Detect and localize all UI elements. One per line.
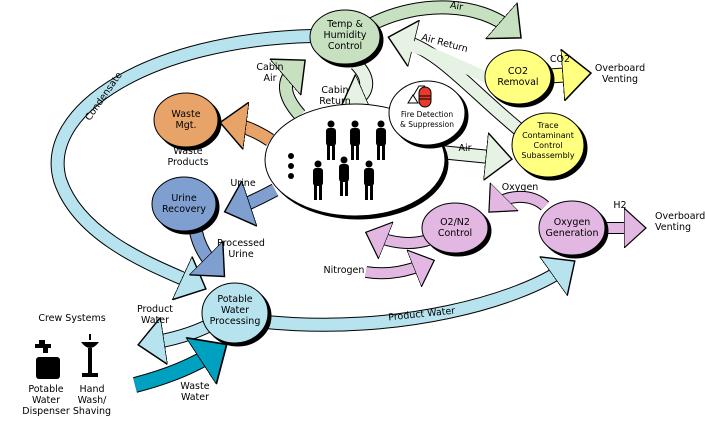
trace-contaminant-node — [511, 112, 588, 181]
o2n2-control-node — [421, 202, 492, 257]
oxygen-generation-label: Generation — [546, 228, 599, 239]
crew-systems-label: Crew Systems — [38, 313, 105, 324]
crew-member-icon — [350, 120, 360, 160]
crew-silhouettes-icon — [313, 120, 386, 200]
food-icon — [288, 153, 294, 179]
co2-removal-node — [484, 49, 555, 108]
waste-water-arrow — [133, 352, 215, 393]
product-water-to-crew-arrow — [150, 325, 214, 343]
urine-recovery-node — [151, 176, 220, 235]
fire-extinguisher-icon — [407, 85, 432, 108]
crew-member-icon — [313, 160, 323, 200]
product-water-to-oxygen-arrow — [265, 268, 565, 332]
processed-urine-arrow — [196, 230, 216, 268]
dispenser-label: Potable — [28, 384, 63, 395]
air-mid-label: Air — [458, 143, 471, 154]
cabin-return-label: Return — [319, 96, 351, 107]
trace-label: Control — [534, 141, 563, 150]
overboard-venting-h2-label: Overboard — [655, 211, 705, 222]
co2-removal-label: Removal — [497, 77, 538, 88]
handwash-label: Shaving — [73, 406, 111, 417]
fire-label: & Suppression — [400, 120, 454, 129]
potable-processing-label: Potable — [217, 294, 252, 305]
hand-wash-icon — [81, 334, 99, 377]
waste-mgt-label: Mgt. — [176, 120, 197, 131]
o2n2-label: Control — [438, 228, 472, 239]
waste-water-label: Water — [181, 392, 209, 403]
waste-mgt-label: Waste — [171, 109, 200, 120]
cabin-air-label: Cabin — [256, 62, 283, 73]
o2n2-label: O2/N2 — [440, 217, 470, 228]
handwash-label: Hand — [79, 384, 104, 395]
temp-humidity-label: Temp & — [326, 19, 363, 30]
water-dispenser-icon — [35, 340, 60, 379]
urine-recovery-label: Urine — [171, 193, 197, 204]
condensate-arrow — [50, 29, 313, 284]
potable-water-processing-node — [201, 282, 272, 347]
air-to-co2-arrow — [368, 0, 512, 30]
trace-label: Trace — [536, 121, 558, 130]
fire-label: Fire Detection — [401, 110, 453, 119]
air-top-label: Air — [449, 0, 464, 13]
cabin-return-arrow — [352, 59, 366, 102]
crew-member-icon — [364, 160, 374, 200]
product-water-left-label: Product — [137, 304, 173, 315]
waste-water-label: Waste — [180, 381, 209, 392]
temp-humidity-label: Humidity — [323, 30, 366, 41]
trace-label: Contaminant — [522, 131, 574, 140]
h2-label: H2 — [613, 200, 626, 211]
overboard-venting-h2-label: Venting — [655, 222, 691, 233]
co2-label: CO2 — [550, 54, 570, 65]
overboard-venting-label: Overboard — [595, 63, 645, 74]
oxygen-label: Oxygen — [502, 182, 539, 193]
air-to-trace-arrow — [439, 152, 500, 158]
oxygen-arrow — [496, 197, 550, 206]
processed-urine-label: Urine — [228, 249, 254, 260]
co2-removal-label: CO2 — [508, 66, 528, 77]
waste-products-arrow — [232, 124, 274, 140]
crew-member-icon — [376, 120, 386, 160]
temp-humidity-label: Control — [328, 41, 362, 52]
crew-member-icon — [339, 156, 349, 196]
urine-recovery-label: Recovery — [162, 204, 206, 215]
nitrogen-label: Nitrogen — [324, 265, 365, 276]
dispenser-label: Water — [32, 395, 60, 406]
cabin-return-label: Cabin — [321, 85, 348, 96]
potable-processing-label: Water — [221, 305, 249, 316]
product-water-left-label: Water — [141, 315, 169, 326]
cabin-air-label: Air — [263, 73, 276, 84]
trace-label: Subassembly — [521, 151, 574, 160]
urine-arrow — [236, 190, 279, 208]
waste-mgt-node — [153, 92, 222, 151]
cabin-air-arrow — [286, 68, 300, 120]
waste-products-label: Products — [167, 157, 208, 168]
potable-processing-label: Processing — [210, 316, 261, 327]
temp-humidity-node — [309, 9, 384, 68]
urine-label: Urine — [230, 178, 256, 189]
processed-urine-label: Processed — [217, 238, 265, 249]
oxygen-generation-node — [538, 200, 609, 259]
handwash-label: Wash/ — [78, 395, 108, 406]
air-return-arrow — [400, 40, 527, 138]
waste-products-label: Waste — [173, 146, 202, 157]
oxygen-generation-label: Oxygen — [554, 217, 591, 228]
crew-member-icon — [326, 120, 336, 160]
co2-venting-arrow — [549, 74, 578, 76]
o2n2-output-arrow — [375, 236, 430, 243]
nitrogen-arrow — [365, 264, 425, 273]
overboard-venting-label: Venting — [602, 74, 638, 85]
dispenser-label: Dispenser — [22, 406, 70, 417]
